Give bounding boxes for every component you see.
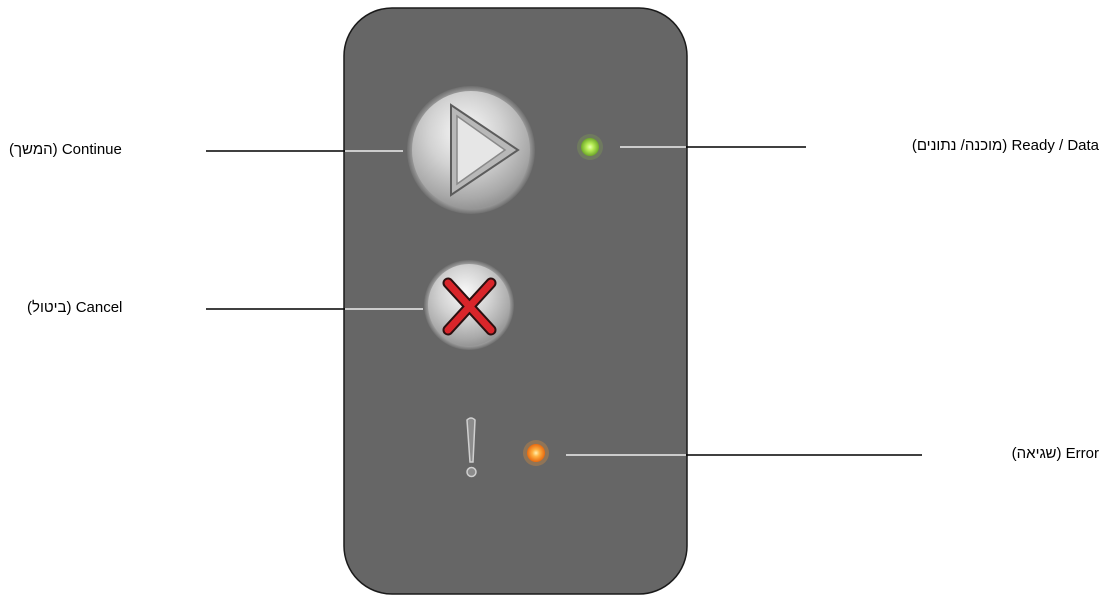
ready-data-label-english: Ready / Data <box>1011 137 1099 154</box>
play-triangle-icon <box>450 103 520 197</box>
panel-body <box>343 7 688 595</box>
ready-data-light <box>577 134 603 160</box>
continue-label-hebrew: (המשך) <box>9 141 58 158</box>
error-light <box>523 440 549 466</box>
error-label-english: Error <box>1065 445 1099 462</box>
error-label-hebrew: (שגיאה) <box>1011 445 1062 462</box>
x-icon <box>442 277 497 336</box>
cancel-label-english: Cancel <box>75 299 123 316</box>
cancel-button[interactable] <box>424 260 514 350</box>
ready-data-label-hebrew: (מוכנה/ נתונים) <box>911 137 1008 154</box>
cancel-label-hebrew: (ביטול) <box>27 299 72 316</box>
continue-label: (המשך) Continue <box>9 141 122 159</box>
continue-button[interactable] <box>407 86 535 214</box>
exclamation-icon <box>466 417 477 478</box>
cancel-label: (ביטול) Cancel <box>27 299 122 317</box>
error-label: (שגיאה) Error <box>1012 445 1099 463</box>
ready-data-label: (מוכנה/ נתונים) Ready / Data <box>912 137 1099 155</box>
continue-label-english: Continue <box>61 141 122 158</box>
